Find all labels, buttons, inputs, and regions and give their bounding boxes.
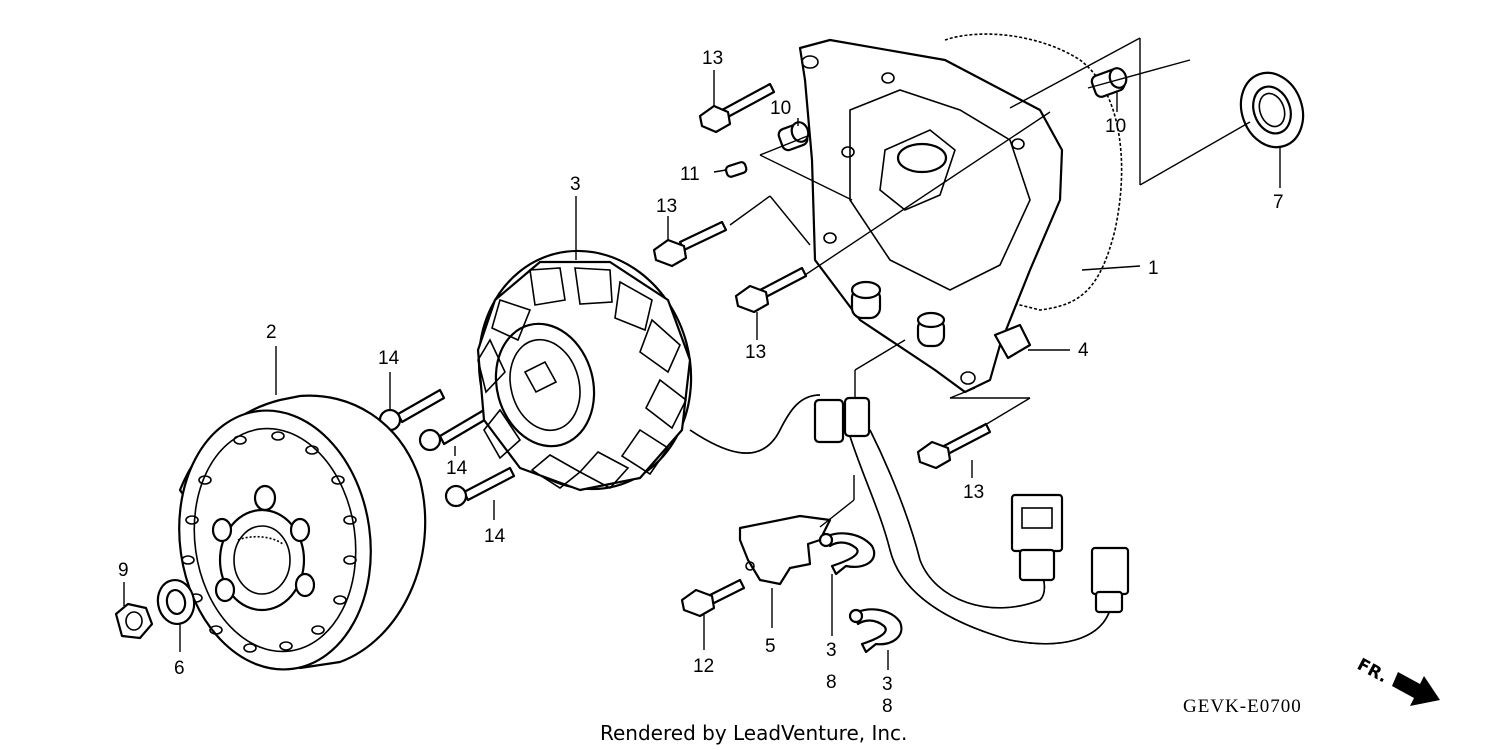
callout-1: 1 — [1148, 258, 1159, 279]
callout-6: 6 — [174, 658, 185, 679]
flywheel — [178, 394, 427, 671]
nut — [114, 602, 154, 640]
wire-band-lower — [848, 608, 903, 654]
callout-3-8-upper-bottom: 8 — [826, 672, 837, 693]
callout-3-8-lower-top: 3 — [882, 674, 893, 695]
bolt-13-bottom — [916, 422, 992, 470]
stator — [476, 249, 693, 492]
callout-5: 5 — [765, 636, 776, 657]
front-direction-indicator: FR. — [1354, 655, 1440, 706]
callout-14-top: 14 — [378, 348, 400, 369]
callout-14-middle: 14 — [446, 458, 468, 479]
leader-lines — [123, 37, 1281, 670]
bolt-13-middle-upper — [652, 220, 728, 268]
bolt-13-top — [698, 82, 776, 134]
oil-seal — [1239, 71, 1305, 149]
callout-13-middle-upper: 13 — [656, 196, 677, 217]
callout-13-middle-lower: 13 — [745, 342, 766, 363]
callout-14-bottom: 14 — [484, 526, 506, 547]
callout-10-left: 10 — [770, 98, 791, 119]
wire-band-upper — [818, 532, 876, 576]
callout-12: 12 — [693, 656, 714, 677]
callout-13-bottom: 13 — [963, 482, 984, 503]
small-pin — [724, 161, 748, 178]
callout-9: 9 — [118, 560, 129, 581]
callout-4: 4 — [1078, 340, 1089, 361]
callout-10-right: 10 — [1105, 116, 1126, 137]
alternator-cover — [798, 38, 1064, 394]
callout-labels: 1 2 3 4 5 6 7 9 11 12 10 10 13 13 13 13 … — [118, 48, 1284, 717]
wire-harness — [689, 394, 1130, 645]
callout-13-top: 13 — [702, 48, 723, 69]
bolt-12 — [680, 578, 746, 618]
wire-clamp — [738, 514, 832, 586]
callout-2: 2 — [266, 322, 277, 343]
callout-3-8-lower-bottom: 8 — [882, 696, 893, 717]
bolt-14-bottom — [444, 466, 516, 508]
callout-11: 11 — [680, 164, 700, 185]
credit-text: Rendered by LeadVenture, Inc. — [600, 721, 907, 745]
washer — [156, 579, 196, 625]
front-label: FR. — [1354, 655, 1391, 687]
front-arrow-icon — [1392, 672, 1440, 706]
diagram-code: GEVK-E0700 — [1183, 696, 1302, 717]
dowel-pin-left — [777, 121, 810, 152]
callout-3-8-upper-top: 3 — [826, 640, 837, 661]
gasket — [944, 33, 1123, 311]
grommet — [993, 323, 1032, 360]
callout-3: 3 — [570, 174, 581, 195]
callout-7: 7 — [1273, 192, 1284, 213]
bolt-14-middle — [418, 408, 490, 452]
bolt-13-middle-lower — [734, 266, 808, 314]
